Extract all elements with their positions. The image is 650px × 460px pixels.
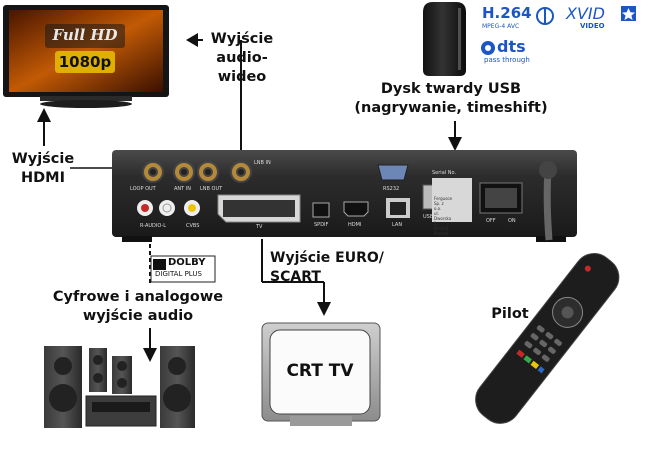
arrows: [37, 33, 462, 362]
rs232-label: RS232: [383, 186, 400, 192]
xvid-logo: [621, 6, 636, 21]
loop-out-label: LOOP OUT: [130, 186, 156, 192]
lnb-in-label: LNB IN: [254, 160, 271, 166]
h264-sub: MPEG-4 AVC: [482, 23, 520, 30]
label-usb-hdd: Dysk twardy USB (nagrywanie, timeshift): [354, 81, 548, 116]
spdif-label: SPDIF: [314, 222, 329, 228]
dts-badge: dts: [497, 37, 526, 56]
dolby-icon: [153, 259, 166, 270]
lan-label: LAN: [392, 222, 403, 228]
label-crt-tv: CRT TV: [286, 361, 354, 381]
receiver-back-panel: [112, 150, 577, 242]
xvid-badge: XVID: [566, 4, 605, 23]
label-hdmi-output: Wyjście HDMI: [11, 151, 75, 186]
lcd-tv: [3, 5, 169, 108]
remote-control: [475, 253, 620, 424]
usb-hard-drive: [423, 2, 466, 76]
label-audio-output: Cyfrowe i analogowe wyjście audio: [52, 289, 224, 324]
dts-sub: pass through: [484, 56, 530, 64]
cvbs-label: CVBS: [186, 223, 200, 229]
r-audio-l-label: R-AUDIO-L: [140, 223, 167, 229]
speaker-system: [44, 346, 195, 428]
ant-in-label: ANT IN: [174, 186, 192, 192]
f-connectors: [142, 161, 252, 183]
dolby-sub: DIGITAL PLUS: [155, 270, 202, 278]
lnb-out-label: LNB OUT: [200, 186, 223, 192]
label-av-output: Wyjście audio-wideo: [210, 31, 274, 85]
serial-label: Serial No.: [432, 170, 457, 176]
h264-logo: [536, 7, 554, 25]
maker-label: Ferguson Sp. z o.o. ul. Dworska 1 61-619…: [434, 196, 453, 236]
on-label: ON: [508, 218, 516, 224]
tv-port-label: TV: [256, 224, 263, 230]
dts-logo: [481, 41, 495, 55]
label-remote: Pilot: [491, 306, 529, 322]
dolby-badge: DOLBY: [168, 257, 206, 268]
crt-tv: [261, 322, 381, 426]
1080p-logo: 1080p: [58, 53, 112, 71]
usb-port-label: USB: [423, 214, 434, 220]
label-scart-output: Wyjście EURO/ SCART: [270, 250, 384, 285]
off-label: OFF: [486, 218, 496, 224]
xvid-sub: VIDEO: [580, 22, 605, 30]
h264-badge: H.264: [482, 4, 532, 22]
hdmi-port-label: HDMI: [348, 222, 362, 228]
full-hd-logo: Full HD: [52, 26, 118, 44]
